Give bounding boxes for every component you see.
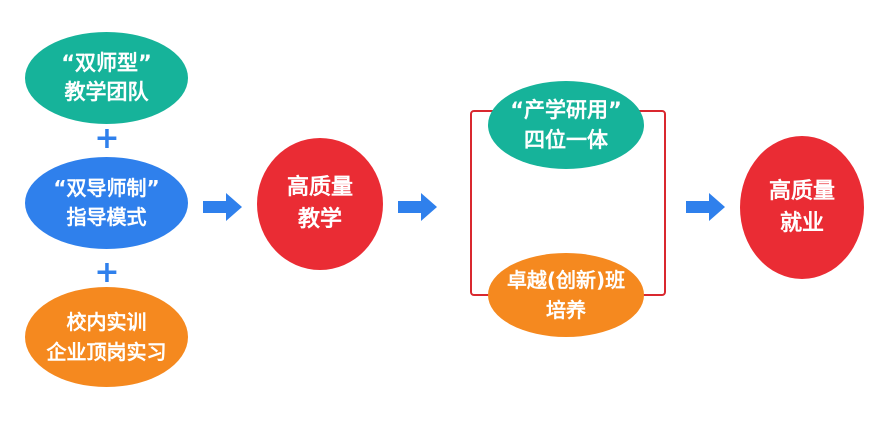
high-quality-employment-node: 高质量 就业	[740, 136, 864, 279]
dual-mentor-node: “双导师制” 指导模式	[25, 157, 188, 249]
node-label-line2: 指导模式	[66, 205, 147, 229]
node-label-line2: 四位一体	[524, 128, 608, 152]
node-label-line1: “双师型”	[61, 51, 152, 75]
training-internship-node: 校内实训 企业顶岗实习	[25, 287, 188, 387]
arrow-right-icon	[203, 193, 242, 221]
node-label-line2: 企业顶岗实习	[46, 340, 167, 364]
node-label-line1: 卓越(创新)班	[506, 268, 626, 292]
high-quality-teaching-node: 高质量 教学	[257, 138, 383, 270]
node-label-line1: 高质量	[768, 178, 835, 204]
node-label-line1: “产学研用”	[510, 98, 622, 122]
node-label-line1: 高质量	[286, 175, 353, 200]
plus-connector-1: +	[94, 121, 120, 156]
node-label-line2: 教学团队	[64, 80, 149, 104]
node-label-line1: “双导师制”	[53, 176, 160, 200]
excellence-class-node: 卓越(创新)班 培养	[488, 253, 644, 337]
node-label-line1: 校内实训	[66, 310, 147, 334]
plus-connector-2: +	[94, 255, 120, 290]
node-label-line2: 培养	[546, 298, 586, 322]
node-label-line2: 教学	[297, 207, 342, 232]
double-qualified-team-node: “双师型” 教学团队	[25, 32, 188, 124]
arrow-right-icon	[686, 193, 725, 221]
industry-university-research-node: “产学研用” 四位一体	[488, 81, 644, 169]
arrow-right-icon	[398, 193, 437, 221]
node-label-line2: 就业	[779, 210, 824, 236]
